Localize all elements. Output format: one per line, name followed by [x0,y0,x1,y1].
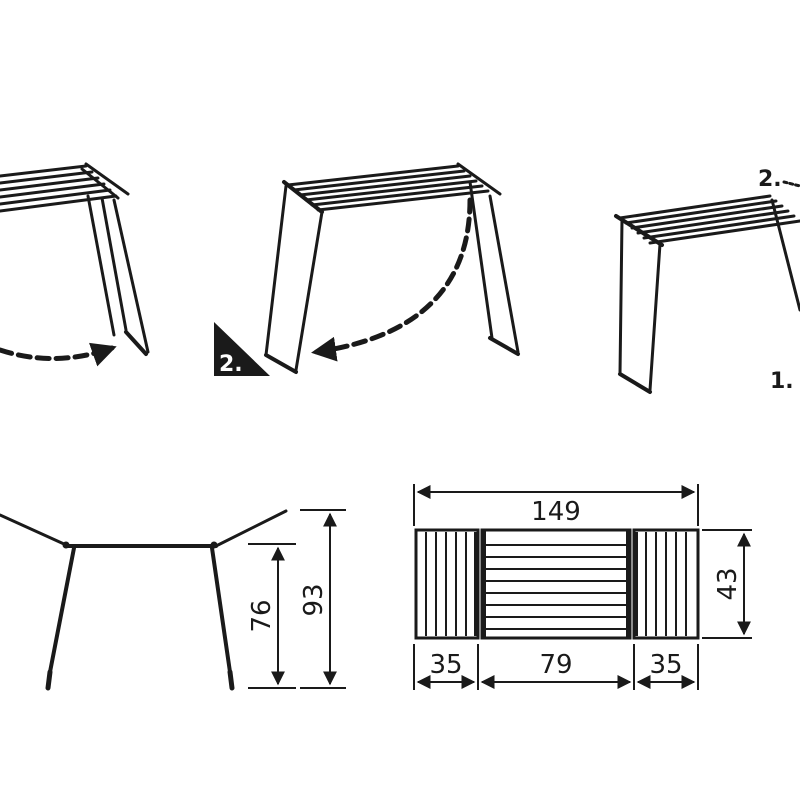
top-view [414,528,700,640]
dim-width [702,529,752,639]
dim-side-wing-right-label: 35 [649,650,682,680]
step1-leg [86,194,150,356]
side-view-right-leg [210,546,232,674]
side-view-right-wing [214,509,288,548]
step1-rack-top [0,162,130,213]
dim-height-total [300,509,346,689]
dim-segments [413,644,699,690]
step2-rotation-arrow [311,197,473,362]
step3-illustration [614,180,800,394]
step3-left-leg [618,218,662,394]
dim-height-total-label: 93 [299,583,329,616]
step2-rack-top [282,162,502,214]
step2-right-leg [468,180,520,356]
top-view-center [480,528,632,640]
top-view-right-wing [632,528,700,640]
dim-center-section-label: 79 [539,650,572,680]
side-view-left-wing [0,513,66,546]
step3-label-top: 2. [758,167,782,192]
step2-badge-label: 2. [219,352,243,377]
step2-illustration [264,162,520,374]
step3-small-arrow [782,180,800,188]
top-view-left-wing [414,528,480,640]
step3-label-bottom: 1. [770,369,794,394]
step3-right-leg [770,198,800,312]
dim-total-length-label: 149 [531,497,581,527]
side-view-left-leg [48,546,76,674]
step1-rotation-arrow [0,342,117,367]
dim-side-wing-left-label: 35 [429,650,462,680]
dim-height-frame [248,543,296,689]
side-view [0,509,288,691]
step1-illustration [0,162,150,367]
step3-rack-top [614,194,800,247]
dim-height-frame-label: 76 [247,599,277,632]
step2-badge: 2. [214,322,270,377]
dim-total-length [413,484,699,526]
step2-left-leg [264,184,324,374]
dim-width-label: 43 [713,567,743,600]
